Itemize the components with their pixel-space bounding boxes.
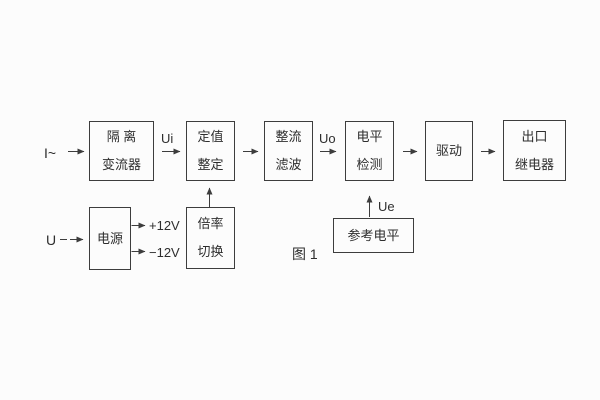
block-isolation-transformer: 隔 离 变流器 — [89, 121, 154, 181]
block-level-detect: 电平 检测 — [345, 121, 394, 181]
block-reference-level-line1: 参考电平 — [347, 227, 400, 243]
block-drive-line1: 驱动 — [435, 143, 462, 158]
label-input-current: I~ — [44, 145, 57, 161]
label-uo: Uo — [319, 131, 336, 146]
block-reference-level: 参考电平 — [333, 218, 414, 253]
block-ratio-switch: 倍率 切换 — [186, 207, 235, 269]
block-isolation-transformer-line1: 隔 离 — [106, 129, 137, 144]
block-rectify-filter-line1: 整流 — [275, 129, 302, 144]
label-ue: Ue — [378, 199, 395, 214]
block-output-relay-line1: 出口 — [521, 128, 548, 144]
block-output-relay: 出口 继电器 — [503, 120, 566, 181]
block-setpoint-adjust: 定值 整定 — [186, 121, 235, 181]
block-setpoint-adjust-line1: 定值 — [197, 129, 224, 144]
block-rectify-filter-line2: 滤波 — [275, 157, 302, 172]
label-input-voltage: U — [46, 232, 57, 248]
block-output-relay-line2: 继电器 — [514, 156, 554, 172]
block-power-supply: 电源 — [89, 207, 131, 270]
block-setpoint-adjust-line2: 整定 — [197, 157, 224, 172]
block-level-detect-line2: 检测 — [356, 157, 383, 172]
block-drive: 驱动 — [425, 121, 473, 181]
block-isolation-transformer-line2: 变流器 — [101, 157, 141, 172]
block-ratio-switch-line2: 切换 — [197, 244, 224, 259]
block-rectify-filter: 整流 滤波 — [264, 121, 313, 181]
label-ui: Ui — [161, 131, 174, 146]
label-rail-positive: +12V — [149, 218, 180, 233]
figure-caption: 图 1 — [292, 246, 318, 262]
label-rail-negative: −12V — [149, 245, 180, 260]
block-level-detect-line1: 电平 — [356, 129, 383, 144]
block-ratio-switch-line1: 倍率 — [197, 216, 224, 231]
block-power-supply-line1: 电源 — [96, 230, 123, 246]
